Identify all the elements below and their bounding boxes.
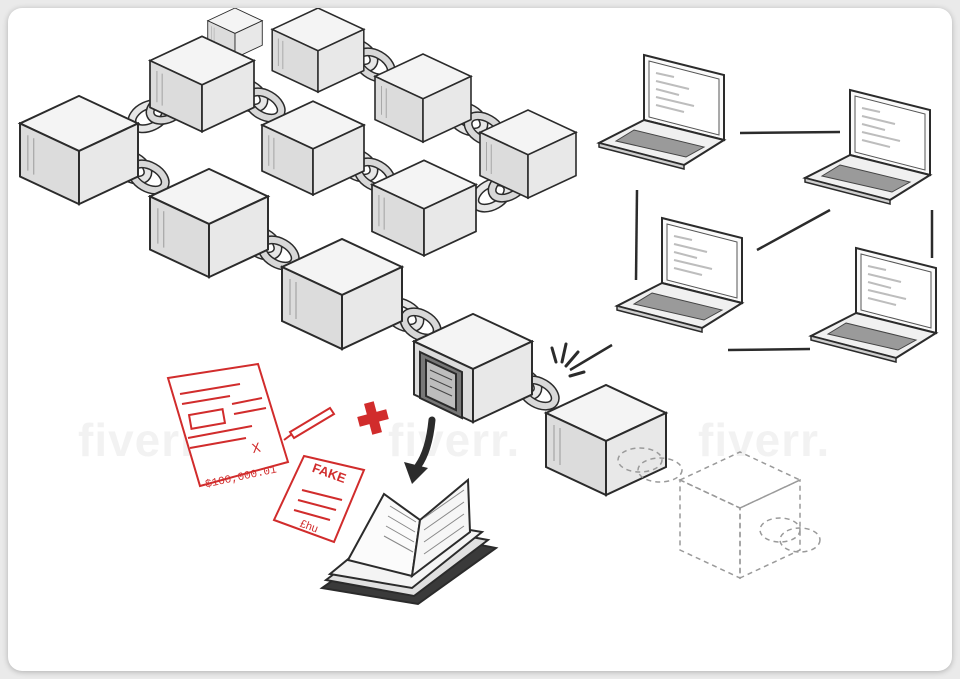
ledger-book-icon: [319, 477, 499, 606]
laptop-node-icon: [810, 247, 937, 363]
fake-receipt-icon: [272, 454, 366, 544]
laptop-node-icon: [598, 54, 725, 170]
document-fraud-icon: [166, 362, 290, 488]
ghost-block-icon: [617, 447, 821, 580]
blockchain-cube-icon: [271, 8, 365, 93]
pen-icon: [283, 406, 336, 441]
check-mark-text: X: [251, 441, 263, 459]
blockchain-cube-icon: [544, 383, 668, 497]
plus-icon: [357, 401, 389, 435]
blockchain-illustration: X $100,000.01 FAKE £hu: [18, 8, 937, 606]
tampered-screen: [419, 350, 463, 420]
blockchain-cube-icon: [18, 94, 140, 206]
illustration-frame: fiverr. fiverr. fiverr.: [8, 8, 952, 671]
watermark-text: fiverr.: [698, 414, 831, 466]
blockchain-cubes: [18, 8, 668, 497]
laptop-node-icon: [804, 89, 931, 205]
watermark-text: fiverr.: [388, 414, 521, 466]
down-arrow-icon: [404, 416, 436, 484]
blockchain-cube-icon: [280, 237, 404, 351]
receipt-amount-text: £hu: [298, 518, 319, 536]
network-lines: [569, 130, 934, 372]
break-marks: [550, 342, 586, 378]
